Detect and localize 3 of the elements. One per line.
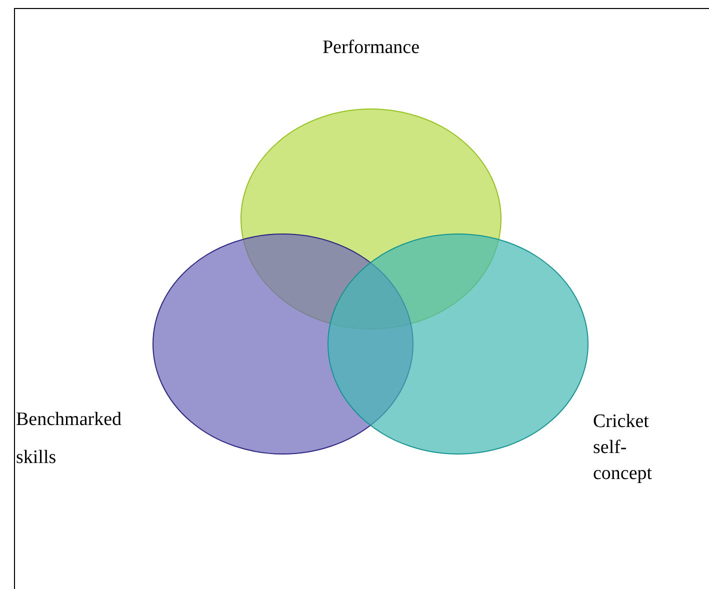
set-label: Cricket self-concept (593, 410, 654, 486)
set-label: Benchmarked skills (16, 408, 123, 470)
set-label: Performance (321, 36, 421, 60)
